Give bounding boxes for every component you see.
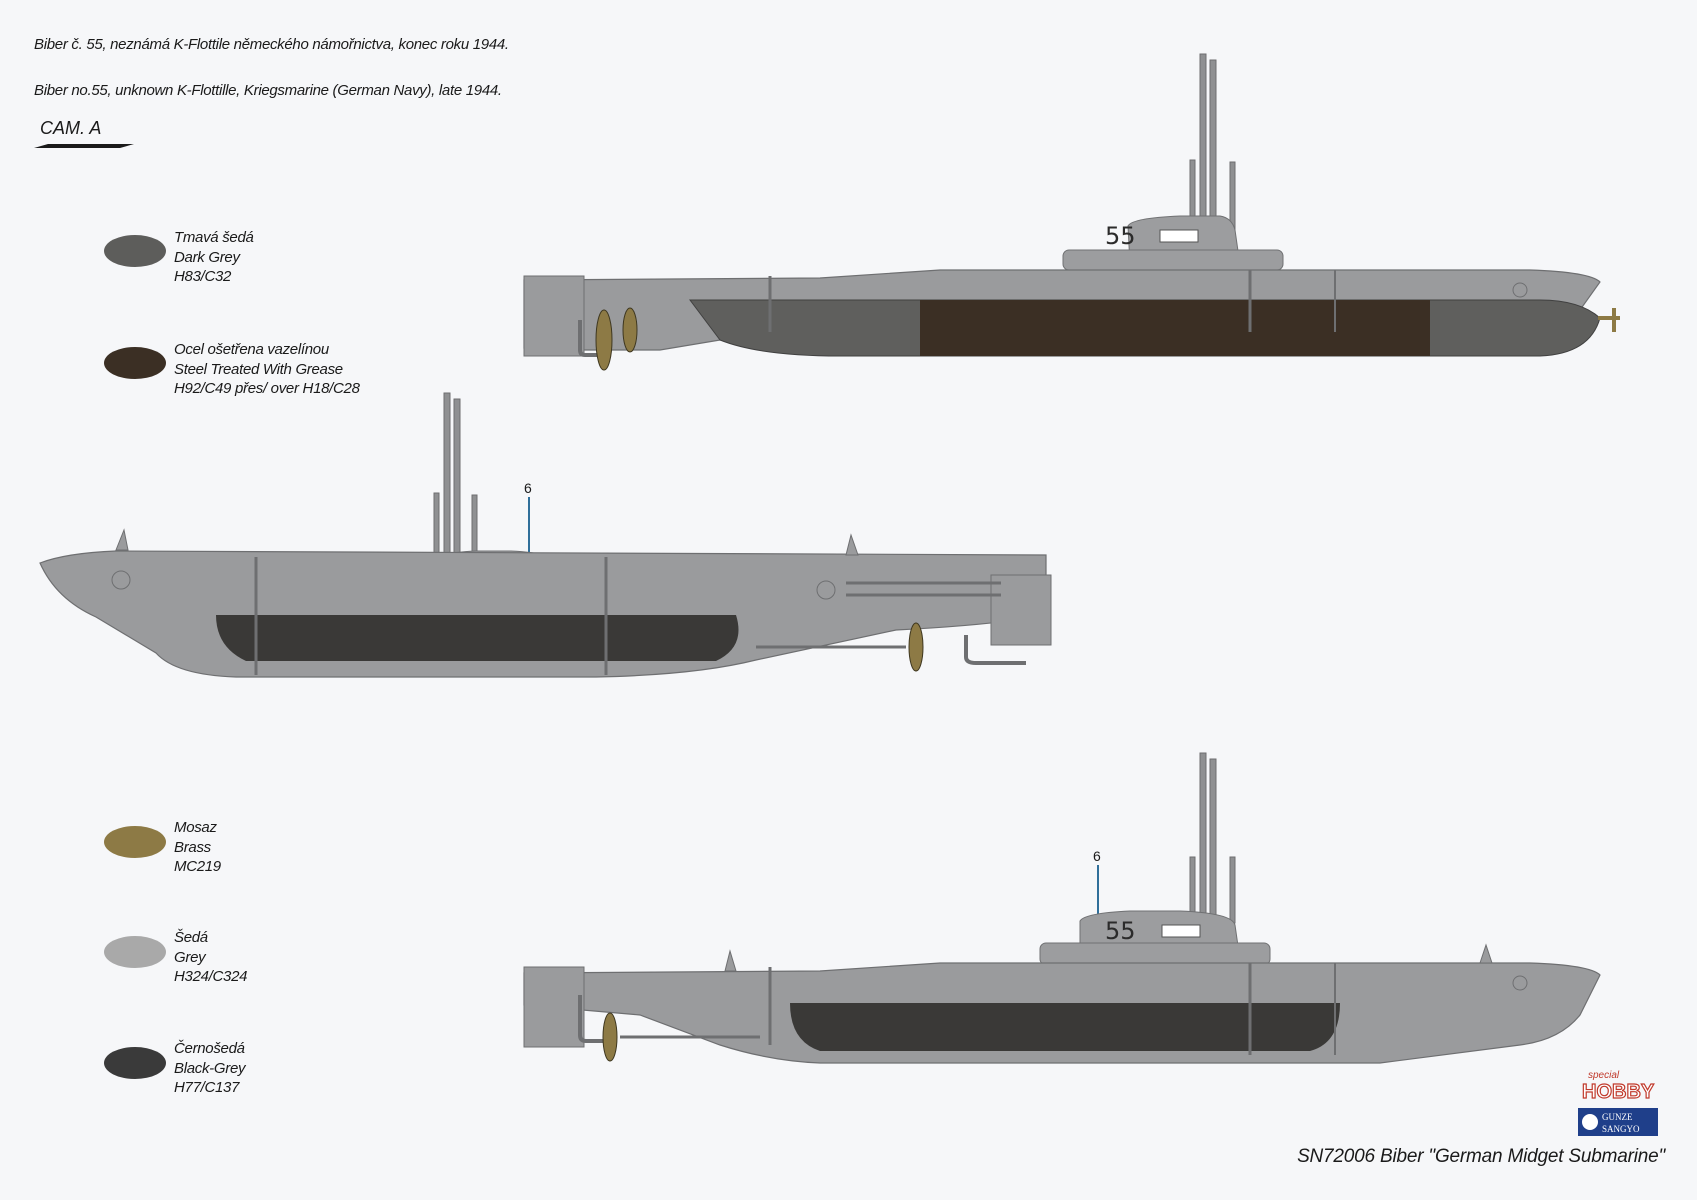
stern-frame xyxy=(578,995,610,1043)
rudder-box xyxy=(523,966,585,1048)
color-swatch-brass xyxy=(104,826,166,858)
logo-text-top: special xyxy=(1588,1070,1620,1081)
product-title: SN72006 Biber "German Midget Submarine" xyxy=(1297,1146,1665,1167)
porthole xyxy=(1512,282,1528,298)
submarine-view-middle: 6 55 xyxy=(39,392,1052,678)
tower-window xyxy=(1161,924,1201,938)
legend-item-steel-grease: Ocel ošetřena vazelínou Steel Treated Wi… xyxy=(104,341,424,414)
legend-line: MC219 xyxy=(174,858,221,875)
torpedo-nose-fitting xyxy=(1598,308,1620,332)
rudder-box xyxy=(990,574,1052,646)
legend-item-black-grey: Černošedá Black-Grey H77/C137 xyxy=(104,1040,424,1113)
tower-base xyxy=(1062,249,1284,271)
title-english: Biber no.55, unknown K-Flottille, Kriegs… xyxy=(34,82,502,99)
legend-line: Dark Grey xyxy=(174,248,240,266)
camo-underline-icon xyxy=(34,144,134,148)
submarine-view-top: 55 xyxy=(523,53,1620,371)
rudder-box xyxy=(523,275,585,357)
bow-fin xyxy=(1479,943,1493,964)
color-swatch-steel-grease xyxy=(104,347,166,379)
legend-line: Černošedá xyxy=(174,1040,245,1057)
submarine-view-bottom: 6 55 xyxy=(523,752,1601,1064)
legend-line: Steel Treated With Grease xyxy=(174,360,343,378)
bow-fin xyxy=(115,528,129,551)
logo-sangyo-text: SANGYO xyxy=(1602,1124,1640,1134)
hull-number: 55 xyxy=(1105,917,1136,945)
periscope xyxy=(453,398,461,560)
legend-item-brass: Mosaz Brass MC219 xyxy=(104,819,424,892)
legend-line: Ocel ošetřena vazelínou xyxy=(174,341,329,358)
snorkel xyxy=(433,492,440,560)
torpedo-greased-section xyxy=(920,300,1430,356)
legend-line: H77/C137 xyxy=(174,1079,240,1096)
periscope xyxy=(1209,758,1217,925)
logo-text-main: HOBBY xyxy=(1582,1081,1655,1102)
torpedo-propeller xyxy=(622,307,638,353)
special-hobby-logo: special HOBBY xyxy=(1581,1070,1655,1102)
snorkel xyxy=(1229,161,1236,231)
logo-gunze-text: GUNZE xyxy=(1602,1112,1633,1122)
legend-item-grey: Šedá Grey H324/C324 xyxy=(104,929,424,1002)
legend-item-dark-grey: Tmavá šedá Dark Grey H83/C32 xyxy=(104,229,424,302)
stern-fin xyxy=(724,949,737,972)
porthole xyxy=(816,580,836,600)
color-swatch-dark-grey xyxy=(104,235,166,267)
propeller xyxy=(595,309,613,371)
lower-section xyxy=(216,615,739,661)
callout-number: 6 xyxy=(524,480,532,496)
legend-line: Brass xyxy=(174,838,211,856)
stern-rails xyxy=(846,581,1001,597)
periscope xyxy=(1209,59,1217,231)
snorkel xyxy=(471,494,478,560)
legend-line: H92/C49 přes/ over H18/C28 xyxy=(174,380,360,397)
stern-frame xyxy=(578,320,610,357)
snorkel xyxy=(1229,856,1236,924)
porthole xyxy=(111,570,131,590)
lower-section xyxy=(790,1003,1340,1051)
stern-frame xyxy=(964,635,1026,665)
gunze-sangyo-logo: GUNZE SANGYO xyxy=(1578,1108,1658,1136)
hull-number: 55 xyxy=(1105,222,1136,250)
stern-fin xyxy=(845,533,859,556)
title-czech: Biber č. 55, neznámá K-Flottile německéh… xyxy=(34,36,509,53)
propeller xyxy=(602,1012,618,1062)
legend-line: Tmavá šedá xyxy=(174,229,254,246)
legend-line: Mosaz xyxy=(174,819,217,836)
porthole xyxy=(1512,975,1528,991)
color-swatch-black-grey xyxy=(104,1047,166,1079)
legend-line: Šedá xyxy=(174,929,208,946)
periscope xyxy=(1199,53,1207,230)
camouflage-label: CAM. A xyxy=(34,118,144,152)
legend-line: H324/C324 xyxy=(174,968,248,985)
color-swatch-grey xyxy=(104,936,166,968)
legend-line: Grey xyxy=(174,948,206,966)
propeller xyxy=(908,622,924,672)
legend-line: H83/C32 xyxy=(174,268,232,285)
tower-window xyxy=(1159,229,1199,243)
periscope xyxy=(443,392,451,559)
tower-base xyxy=(1039,942,1271,966)
legend-line: Black-Grey xyxy=(174,1059,246,1077)
camo-label-text: CAM. A xyxy=(40,118,102,138)
periscope xyxy=(1199,752,1207,924)
callout-number: 6 xyxy=(1093,848,1101,864)
